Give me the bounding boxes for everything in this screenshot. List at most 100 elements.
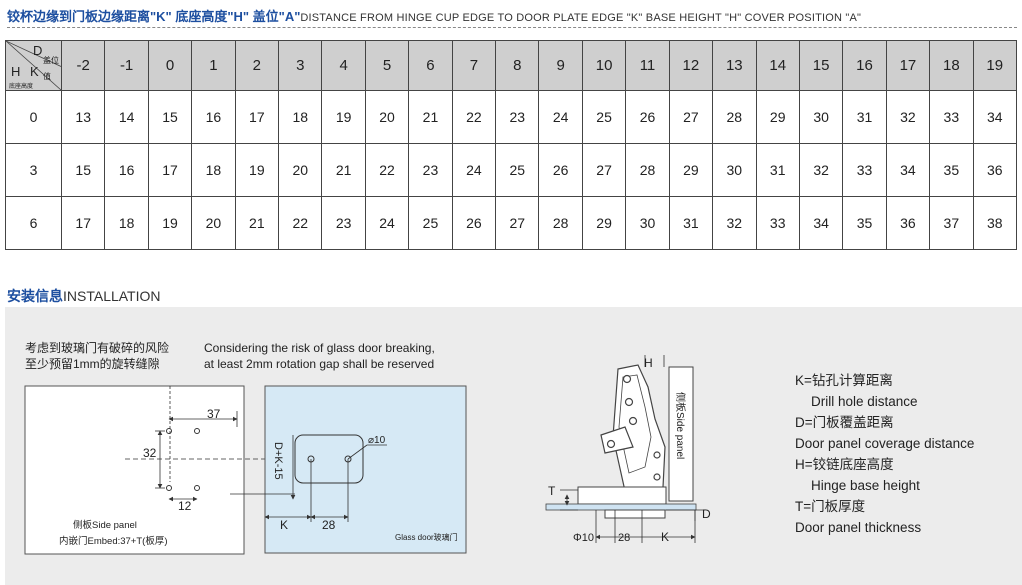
glass-door-label: Glass door玻璃门 [395,532,458,542]
glass-note-en: Considering the risk of glass door break… [204,340,435,372]
table-cell: 22 [364,143,410,197]
table-cell: 36 [972,143,1018,197]
table-cell: 28 [538,196,583,250]
hinge-side-drawing: 侧板Side panel H T D [545,355,711,544]
corner-cover: 盖位 [43,56,59,65]
dim-32-label: 32 [143,446,157,460]
legend-h-cn: H=铰链底座高度 [795,457,894,472]
installation-panel: 考虑到玻璃门有破碎的风险 至少预留1mm的旋转缝隙 Considering th… [5,307,1022,585]
spec-title: 铰杯边缘到门板边缘距离"K" 底座高度"H" 盖位"A"DISTANCE FRO… [7,6,861,25]
row-header: 6 [5,196,62,250]
hinge-arm-icon [600,364,666,492]
table-cell: 29 [668,143,714,197]
installation-drawings: 37 32 12 侧板Side panel 内嵌门Embed:37+T(板厚) … [24,355,711,555]
table-cell: 37 [929,196,974,250]
column-header: 12 [668,40,714,91]
column-header: 6 [408,40,453,91]
legend-d-cn: D=门板覆盖距离 [795,415,894,430]
column-header: -1 [104,40,149,91]
table-cell: 27 [581,143,627,197]
table-cell: 35 [842,196,887,250]
table-cell: 25 [495,143,540,197]
glass-note-en-line2: at least 2mm rotation gap shall be reser… [204,357,435,371]
table-cell: 23 [321,196,366,250]
table-cell: 34 [972,90,1018,144]
table-cell: 30 [712,143,757,197]
table-cell: 34 [798,196,844,250]
column-header: 14 [755,40,800,91]
table-cell: 32 [798,143,844,197]
side-panel-label: 侧板Side panel [73,519,137,531]
table-cell: 24 [364,196,410,250]
corner-diagonals [6,41,61,90]
legend-k-en: Drill hole distance [811,394,918,409]
spec-title-cn: 铰杯边缘到门板边缘距离"K" 底座高度"H" 盖位"A" [7,9,301,24]
table-corner-cell: D 盖位 H K 值 底座高度 [5,40,62,91]
column-header: 5 [364,40,410,91]
dim-37-label: 37 [207,407,221,421]
legend-t-en: Door panel thickness [795,520,922,535]
table-cell: 26 [451,196,497,250]
column-header: 8 [495,40,540,91]
table-cell: 29 [581,196,627,250]
table-cell: 16 [191,90,236,144]
installation-title-en: INSTALLATION [63,288,161,304]
table-cell: 13 [60,90,106,144]
row-header: 0 [5,90,62,144]
table-cell: 21 [408,90,453,144]
table-cell: 22 [451,90,497,144]
table-cell: 16 [104,143,149,197]
phi10-label: Φ10 [573,532,594,544]
table-cell: 25 [581,90,627,144]
legend-d-en: Door panel coverage distance [795,436,975,451]
legend-t-cn: T=门板厚度 [795,499,866,514]
table-cell: 14 [104,90,149,144]
corner-value: 值 [43,72,51,81]
dim-28b-label: 28 [618,532,630,544]
table-cell: 30 [798,90,844,144]
side-panel-vertical-label: 侧板Side panel [674,392,687,459]
table-cell: 17 [234,90,280,144]
corner-d: D [33,43,43,58]
column-header: 1 [191,40,236,91]
glass-door-drawing: D+K-15 ⌀10 K 28 Glass door玻璃门 [230,385,467,554]
column-header: 7 [451,40,497,91]
title-divider [7,27,1017,28]
k-label-glass: K [280,518,288,532]
table-cell: 15 [147,90,193,144]
table-cell: 23 [408,143,453,197]
installation-title: 安装信息INSTALLATION [7,286,161,306]
table-cell: 32 [712,196,757,250]
column-header: 10 [581,40,627,91]
d-label: D [702,507,711,521]
table-cell: 33 [755,196,800,250]
column-header: 15 [798,40,844,91]
table-cell: 34 [885,143,931,197]
column-header: 13 [712,40,757,91]
table-cell: 18 [104,196,149,250]
k-label-hinge: K [661,530,669,544]
glass-note-cn: 考虑到玻璃门有破碎的风险 至少预留1mm的旋转缝隙 [25,340,169,372]
column-header: 16 [842,40,887,91]
h-label: H [644,356,653,370]
column-header: 4 [321,40,366,91]
table-cell: 20 [191,196,236,250]
table-cell: 38 [972,196,1018,250]
table-cell: 27 [495,196,540,250]
table-cell: 17 [60,196,106,250]
dim-28-label: 28 [322,518,336,532]
table-cell: 36 [885,196,931,250]
table-cell: 31 [755,143,800,197]
glass-note-cn-line1: 考虑到玻璃门有破碎的风险 [25,341,170,355]
corner-k: K [30,64,39,79]
table-cell: 33 [929,90,974,144]
table-cell: 17 [147,143,193,197]
legend-h-en: Hinge base height [811,478,920,493]
table-cell: 19 [147,196,193,250]
table-cell: 31 [842,90,887,144]
row-header: 3 [5,143,62,197]
dim-12-label: 12 [178,499,192,513]
